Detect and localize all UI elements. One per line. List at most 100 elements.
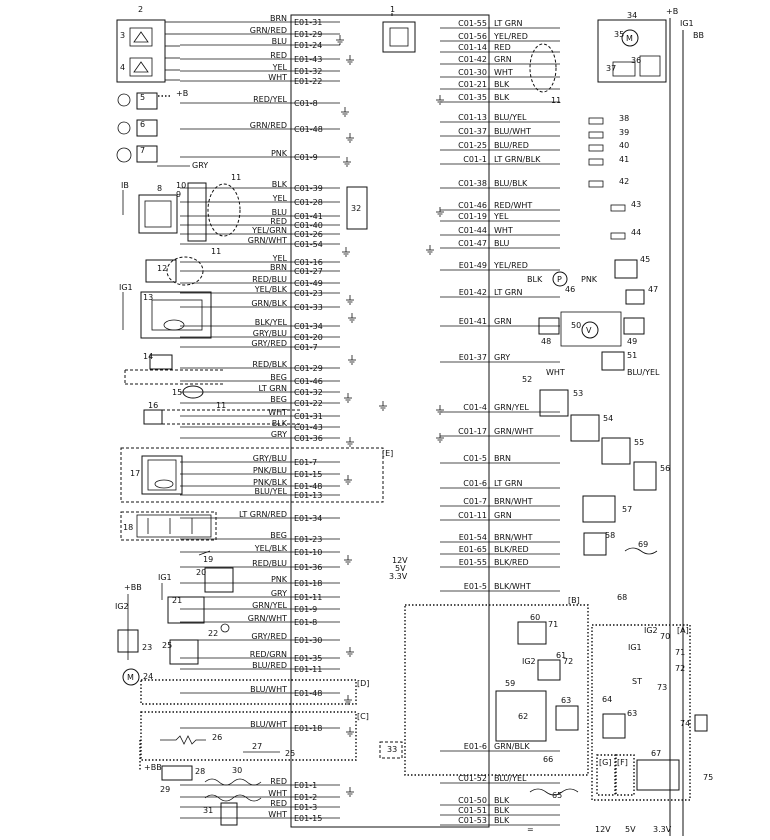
right-pin-label: C01-47: [458, 239, 487, 248]
component-13-label: 13: [143, 293, 153, 302]
right-wire-label: BLU/WHT: [494, 127, 531, 136]
right-pin-label: E01-49: [459, 261, 487, 270]
section-a-label: [A]: [677, 626, 689, 635]
left-wire-label: RED/GRN: [250, 650, 287, 659]
component-2-label: 2: [138, 5, 143, 14]
component-58-box: [583, 532, 607, 556]
component-63-box: [555, 705, 579, 731]
left-pin-label: E01-22: [294, 77, 322, 86]
left-pin-label: E01-18: [294, 724, 322, 733]
component-33-box: [379, 741, 403, 759]
right-wire-label: LT GRN: [494, 19, 523, 28]
left-wire-label: BLK/YEL: [255, 318, 288, 327]
component-55-label: 55: [634, 438, 644, 447]
component-3-label: 3: [120, 31, 125, 40]
left-wire-label: BRN: [270, 14, 287, 23]
component-9-label: 9: [176, 190, 181, 199]
component-59-label: 59: [505, 679, 515, 688]
left-pin-label: E01-24: [294, 41, 322, 50]
component-8-box: [138, 194, 178, 234]
motor-m-35: M: [626, 34, 633, 43]
right-wire-label: BLK/RED: [494, 558, 529, 567]
left-pin-label: E01-10: [294, 548, 322, 557]
ig1-b: IG1: [158, 573, 172, 582]
section-e-box: [120, 447, 384, 503]
left-pin-label: C01-32: [294, 388, 323, 397]
component-38-label: 38: [619, 114, 629, 123]
left-pin-label: C01-48: [294, 125, 323, 134]
component-64-box: [602, 713, 626, 739]
right-wire-label: YEL: [493, 212, 509, 221]
component-11-label-b: 11: [211, 247, 221, 256]
component-42-label: 42: [619, 177, 629, 186]
component-36-label: 36: [631, 56, 641, 65]
ig2-a: IG2: [644, 626, 658, 635]
component-15-label: 15: [172, 388, 182, 397]
bb-left: +BB: [124, 583, 142, 592]
left-pin-label: C01-43: [294, 423, 323, 432]
left-wire-label: YEL/BLK: [254, 544, 288, 553]
component-71b-label: 71: [675, 648, 685, 657]
right-pin-label: C01-44: [458, 226, 487, 235]
left-pin-label: E01-7: [294, 458, 317, 467]
left-wire-label: RED: [270, 51, 287, 60]
right-wire-label: GRN/WHT: [494, 427, 533, 436]
right-wire-label: RED/WHT: [494, 201, 532, 210]
component-54-label: 54: [603, 414, 613, 423]
component-62-box: [495, 690, 547, 742]
left-pin-label: C01-20: [294, 333, 323, 342]
left-wire-label: BLU/RED: [252, 661, 287, 670]
right-pin-label: C01-25: [458, 141, 487, 150]
component-69-label: 69: [638, 540, 648, 549]
component-74-label: 74: [680, 719, 690, 728]
plus-b-5: +B: [176, 89, 188, 98]
right-wire-label: WHT: [494, 68, 513, 77]
component-7-label: 7: [140, 146, 145, 155]
left-pin-label: C01-9: [294, 153, 318, 162]
component-11-label-a: 11: [231, 173, 241, 182]
left-pin-label: C01-23: [294, 289, 323, 298]
component-24-label: 24: [143, 672, 153, 681]
component-23-label: 23: [142, 643, 152, 652]
component-30-label: 30: [232, 766, 242, 775]
left-wire-label: PNK: [271, 575, 288, 584]
left-pin-label: E01-11: [294, 593, 322, 602]
gry-7-label: GRY: [192, 161, 208, 170]
right-wire-label: GRN/BLK: [494, 742, 530, 751]
left-pin-label: E01-31: [294, 18, 322, 27]
section-g-label: [G]: [599, 758, 611, 767]
left-wire-label: BLU/WHT: [250, 720, 287, 729]
right-pin-label: E01-65: [459, 545, 487, 554]
right-wire-label: YEL/RED: [493, 261, 528, 270]
component-33-label: 33: [387, 745, 397, 754]
component-48-label: 48: [541, 337, 551, 346]
left-pin-label: E01-13: [294, 491, 322, 500]
component-45-label: 45: [640, 255, 650, 264]
legend-76-label: =: [527, 825, 534, 834]
component-12-label: 12: [157, 264, 167, 273]
left-wire-label: BLK: [272, 180, 288, 189]
right-pin-label: C01-55: [458, 19, 487, 28]
component-68-label: 68: [617, 593, 627, 602]
left-wire-label: BEG: [270, 531, 287, 540]
ib-label: IB: [121, 181, 129, 190]
component-47-label: 47: [648, 285, 658, 294]
component-25b-label: 25: [285, 749, 295, 758]
left-pin-label: E01-15: [294, 814, 322, 823]
component-56-box: [633, 461, 657, 491]
component-6-label: 6: [140, 120, 145, 129]
right-wire-label: LT GRN: [494, 479, 523, 488]
right-pin-label: C01-17: [458, 427, 487, 436]
right-wire-label: BLK/RED: [494, 545, 529, 554]
component-16-label: 16: [148, 401, 158, 410]
component-49-label: 49: [627, 337, 637, 346]
right-wire-label: BRN/WHT: [494, 497, 533, 506]
component-10-label: 10: [176, 181, 186, 190]
right-pin-label: C01-37: [458, 127, 487, 136]
left-pin-label: E01-8: [294, 618, 317, 627]
left-pin-label: E01-43: [294, 55, 322, 64]
left-wire-label: PNK/BLK: [253, 478, 288, 487]
component-67-box: [636, 759, 680, 791]
left-pin-label: E01-32: [294, 67, 322, 76]
bb-bottom: +BB: [144, 763, 162, 772]
